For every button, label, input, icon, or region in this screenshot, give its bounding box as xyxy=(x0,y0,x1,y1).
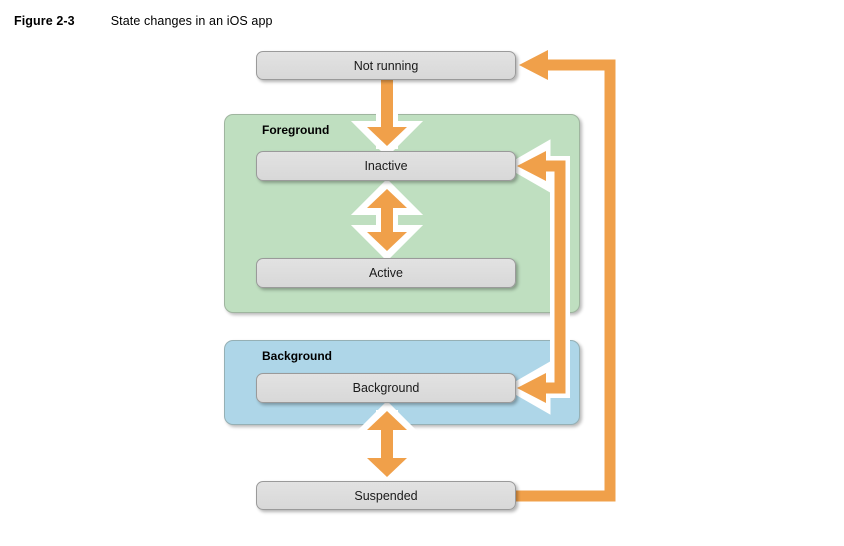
group-foreground-label: Foreground xyxy=(262,123,330,137)
transition-suspended-to-not-running-arrowhead xyxy=(519,50,548,80)
state-box-background[interactable]: Background xyxy=(256,373,516,403)
state-box-not-running[interactable]: Not running xyxy=(256,51,516,80)
figure-caption: Figure 2-3 State changes in an iOS app xyxy=(14,14,273,28)
state-box-inactive[interactable]: Inactive xyxy=(256,151,516,181)
group-background-label: Background xyxy=(262,349,333,363)
figure-number: Figure 2-3 xyxy=(14,14,75,28)
figure-title: State changes in an iOS app xyxy=(110,14,273,28)
state-box-active[interactable]: Active xyxy=(256,258,516,288)
state-box-suspended[interactable]: Suspended xyxy=(256,481,516,510)
